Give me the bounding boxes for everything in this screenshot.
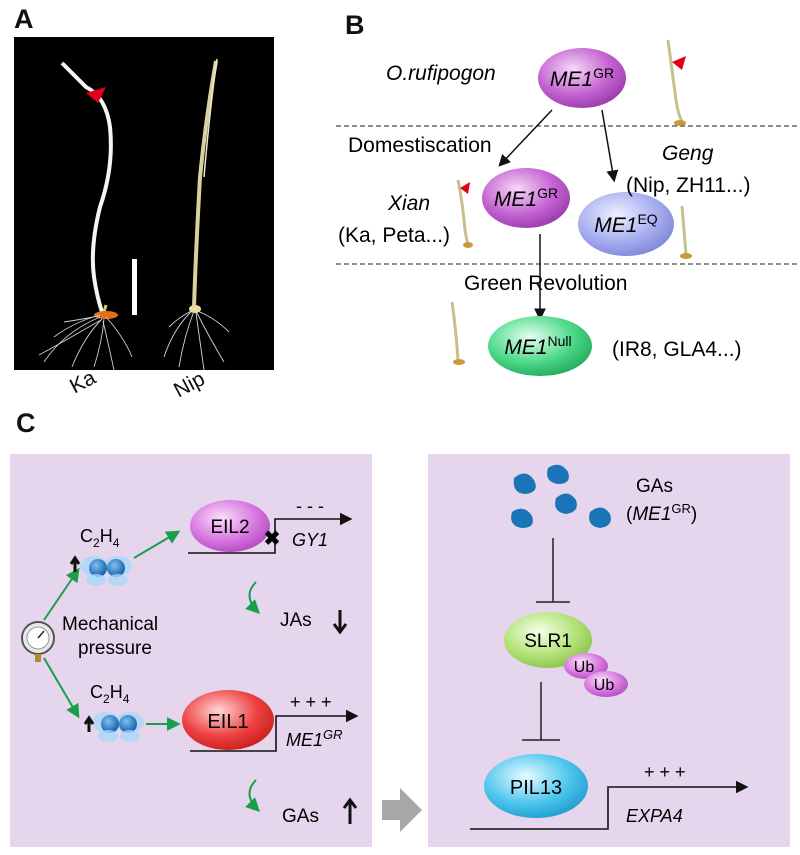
pressure-gauge-icon	[21, 621, 55, 662]
ub1-label: Ub	[574, 659, 595, 676]
ga-molecules	[511, 464, 611, 528]
gy1-promoter	[188, 512, 353, 554]
arrow-to-xian	[498, 109, 553, 167]
seedling-icon-null	[450, 301, 465, 365]
pil13-label: PIL13	[510, 777, 562, 799]
seedling-photo	[14, 37, 274, 371]
panel-label-b: B	[345, 10, 365, 40]
connector-arrow	[382, 788, 422, 832]
arrow-to-gas	[245, 779, 260, 812]
top-allele-label: ME1GR	[550, 65, 614, 91]
seedling-icon-xian	[456, 179, 473, 248]
null-varieties: (IR8, GLA4...)	[612, 338, 742, 361]
xian-varieties: (Ka, Peta...)	[338, 224, 450, 247]
species-label: O.rufipogon	[386, 62, 496, 85]
c2h4-bottom-label: C2H4	[90, 682, 130, 706]
jas-down-arrow	[332, 610, 348, 635]
xian-allele-label: ME1GR	[494, 185, 558, 211]
arrow-to-eil2	[133, 530, 181, 559]
label-nip: Nip	[170, 367, 209, 403]
gas-allele-label: (ME1GR)	[626, 501, 697, 525]
geng-allele-label: ME1EQ	[594, 211, 658, 237]
gy1-repression: - - -	[296, 496, 324, 516]
eil2-label: EIL2	[210, 517, 249, 538]
gas-right-label: GAs	[636, 476, 673, 497]
panel-label-c: C	[16, 408, 36, 438]
eil1-label: EIL1	[207, 711, 248, 733]
domestication-diagram: ME1GR ME1GR ME1EQ ME1Null O.rufipogon Do…	[336, 39, 798, 376]
block-x-icon: ✖	[264, 528, 281, 550]
ubiquitin-node-2	[584, 671, 628, 697]
me1gr-label: ME1GR	[286, 727, 343, 750]
signaling-diagram: C2H4 EIL2 ✖ - - - GY1 JAs Mechanical pre…	[21, 464, 749, 832]
green-revolution-label: Green Revolution	[464, 272, 627, 295]
c2h4-top-label: C2H4	[80, 526, 120, 550]
me1-promoter	[190, 709, 359, 752]
null-allele-label: ME1Null	[504, 333, 571, 359]
scale-bar	[132, 259, 137, 315]
me1-activation: + + +	[290, 692, 332, 712]
me1-eq-geng-node	[578, 192, 674, 256]
expa4-label: EXPA4	[626, 806, 683, 826]
arrow-gauge-to-bottom	[43, 657, 80, 719]
me1-null-node	[488, 316, 592, 376]
ub2-label: Ub	[594, 677, 615, 694]
seedling-icon-wild	[666, 39, 686, 126]
expa4-promoter	[470, 780, 749, 830]
ethylene-molecule-icon-top	[80, 556, 132, 586]
arrow-to-jas	[245, 581, 260, 614]
seedling-drawing	[38, 58, 230, 371]
ethylene-molecule-icon-bottom	[92, 712, 144, 742]
arrow-to-geng	[601, 109, 619, 183]
eil2-node	[190, 500, 270, 552]
bend-arrowhead	[86, 87, 106, 103]
xian-label: Xian	[387, 192, 430, 215]
me1-gr-wild-node	[538, 48, 626, 108]
geng-label: Geng	[662, 142, 714, 165]
pil13-node	[484, 754, 588, 818]
arrow-gauge-to-top	[43, 567, 80, 621]
mechanical-label: Mechanical	[62, 614, 158, 635]
panel-label-a: A	[14, 4, 34, 34]
gas-left-label: GAs	[282, 806, 319, 827]
eil1-node	[182, 690, 274, 750]
label-ka: Ka	[66, 365, 100, 399]
gas-up-arrow	[342, 797, 358, 824]
me1-gr-xian-node	[482, 168, 570, 228]
seedling-icon-geng	[680, 205, 692, 259]
jas-label: JAs	[280, 610, 312, 631]
expa4-activation: + + +	[644, 762, 686, 782]
up-arrow-c2h4-bottom	[83, 715, 95, 732]
up-arrow-c2h4-top	[69, 555, 81, 572]
geng-varieties: (Nip, ZH11...)	[626, 174, 750, 197]
gy1-label: GY1	[292, 530, 328, 550]
domestication-label: Domestiscation	[348, 134, 492, 157]
slr1-label: SLR1	[524, 631, 572, 652]
slr1-node	[504, 612, 592, 668]
ka-roots	[38, 314, 133, 371]
nip-roots	[163, 308, 230, 371]
pressure-label: pressure	[78, 638, 152, 659]
